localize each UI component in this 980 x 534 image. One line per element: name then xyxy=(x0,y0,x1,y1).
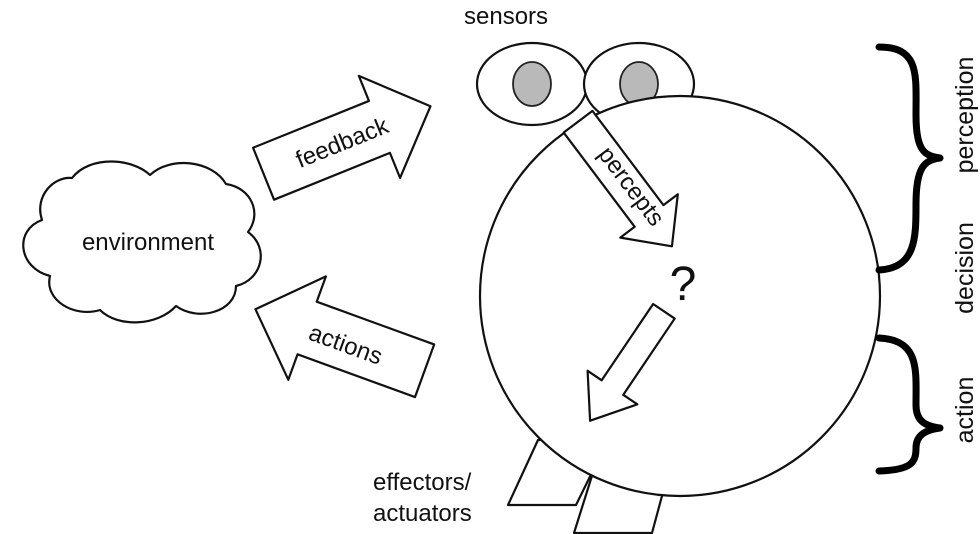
feedback-arrow xyxy=(251,74,432,201)
decision-question-mark: ? xyxy=(670,258,697,311)
agent-body xyxy=(478,94,882,498)
left-pupil xyxy=(512,61,552,107)
percepts-arrow xyxy=(562,109,679,248)
effectors-label-line1: effectors/ xyxy=(373,469,472,496)
stage-label-action: action xyxy=(951,377,979,444)
environment-cloud xyxy=(22,160,262,324)
perception-brace xyxy=(875,43,944,274)
environment-label: environment xyxy=(82,229,214,256)
sensors-label: sensors xyxy=(464,3,548,30)
stage-braces xyxy=(875,43,944,475)
effectors-label-line2: actuators xyxy=(373,500,472,527)
stage-label-perception: perception xyxy=(951,57,979,174)
stage-label-decision: decision xyxy=(951,222,979,314)
action-brace xyxy=(875,334,944,475)
action-arrow xyxy=(586,302,676,422)
actions-arrow xyxy=(254,275,436,399)
